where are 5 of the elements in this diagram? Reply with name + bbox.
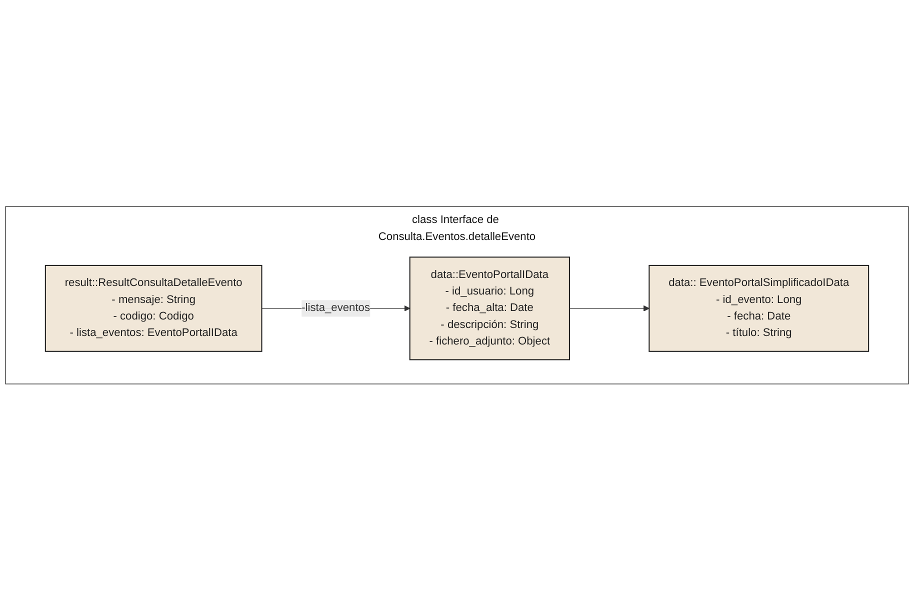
arrow (569, 305, 650, 312)
edge-label: -lista_eventos (302, 302, 370, 314)
node-box: result::ResultConsultaDetalleEvento - mensaje: String - codigo: Codigo - lista_eventos: EventoPortalIData (44, 264, 262, 352)
node-box: data::EventoPortalIData - id_usuario: Long - fecha_alta: Date - descripción: String - fichero_adjunto: Object (409, 256, 570, 360)
node-box: data:: EventoPortalSimplificadoIData - id_evento: Long - fecha: Date - título: String (648, 264, 870, 352)
